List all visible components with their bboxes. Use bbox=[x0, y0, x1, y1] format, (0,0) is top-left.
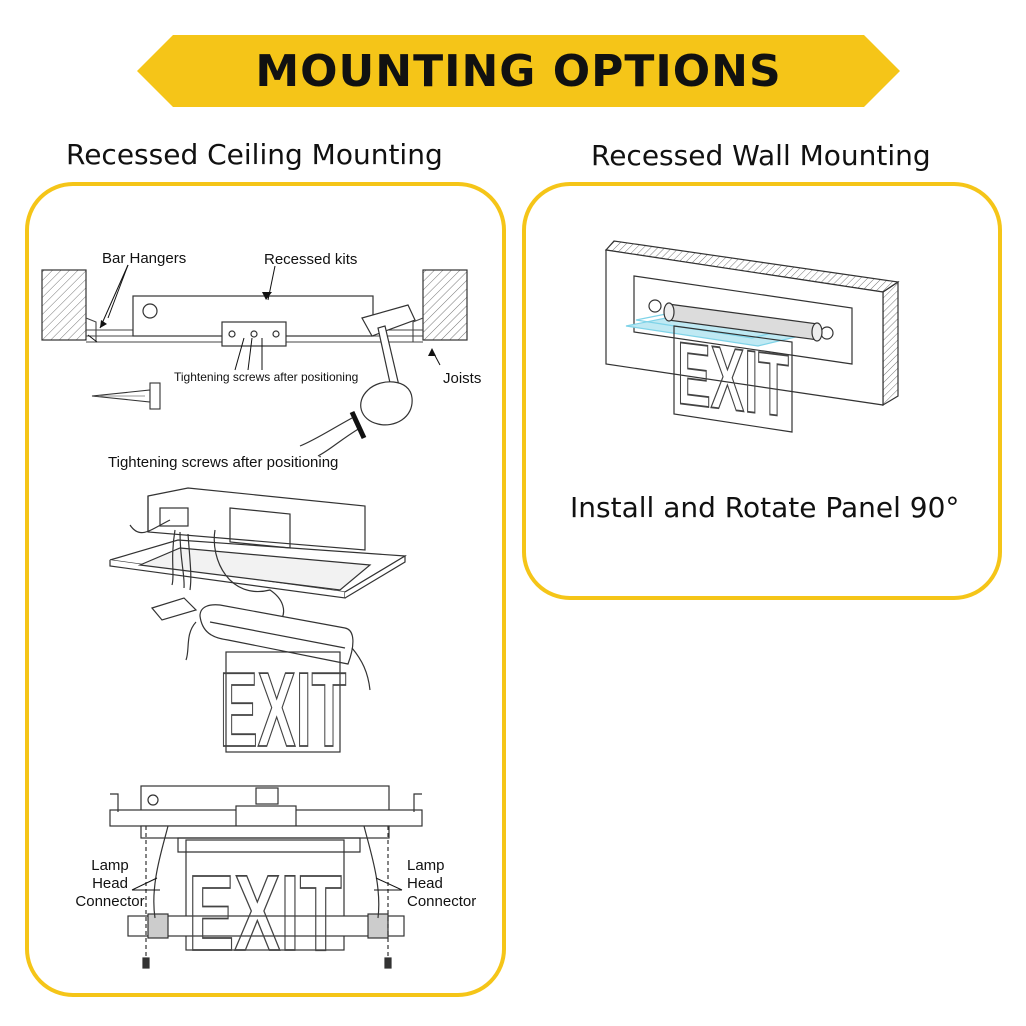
label-tightening-inner: Tightening screws after positioning bbox=[174, 370, 359, 384]
front-trim bbox=[140, 825, 390, 853]
page-title: MOUNTING OPTIONS bbox=[255, 45, 782, 97]
wall-exit-text: EXIT bbox=[677, 325, 789, 437]
mounting-rail bbox=[127, 913, 405, 939]
ceiling-section-title: Recessed Ceiling Mounting bbox=[66, 138, 443, 171]
recessed-kit-box bbox=[132, 295, 374, 347]
front-exit-text: EXIT bbox=[188, 854, 342, 974]
banner-shape bbox=[137, 35, 900, 107]
label-recessed-kits: Recessed kits bbox=[264, 251, 358, 268]
wall-exit-panel bbox=[673, 325, 793, 433]
wall-caption: Install and Rotate Panel 90° bbox=[570, 491, 960, 524]
wall-sign-housing bbox=[663, 302, 823, 342]
exit-sign-panel bbox=[225, 651, 341, 753]
connector-wires bbox=[153, 825, 380, 919]
hammer-and-hand bbox=[299, 304, 416, 457]
label-tightening-outer: Tightening screws after positioning bbox=[108, 454, 339, 471]
dashed-guides bbox=[145, 826, 389, 958]
label-lamp-head-connector-left: Lamp Head Connector bbox=[75, 857, 145, 910]
label-bar-hangers: Bar Hangers bbox=[102, 250, 187, 267]
ceiling-plate bbox=[109, 539, 407, 599]
wall-panel bbox=[522, 182, 1002, 600]
exit-sign-text: EXIT bbox=[220, 651, 347, 769]
mounting-bracket bbox=[150, 597, 198, 621]
header-banner: MOUNTING OPTIONS bbox=[137, 35, 900, 107]
wall-section-title: Recessed Wall Mounting bbox=[591, 139, 931, 172]
label-lamp-head-connector-right: Lamp Head Connector bbox=[407, 857, 477, 910]
joist-right bbox=[422, 269, 468, 341]
mounting-screws bbox=[142, 957, 392, 969]
housing-box bbox=[147, 487, 366, 551]
joist-left bbox=[41, 269, 87, 341]
connector-leaders bbox=[131, 877, 403, 891]
wiring bbox=[129, 519, 285, 619]
label-joists: Joists bbox=[443, 370, 482, 387]
nail bbox=[91, 382, 161, 410]
exit-sign-housing bbox=[185, 604, 371, 691]
front-exit-panel bbox=[185, 839, 345, 951]
